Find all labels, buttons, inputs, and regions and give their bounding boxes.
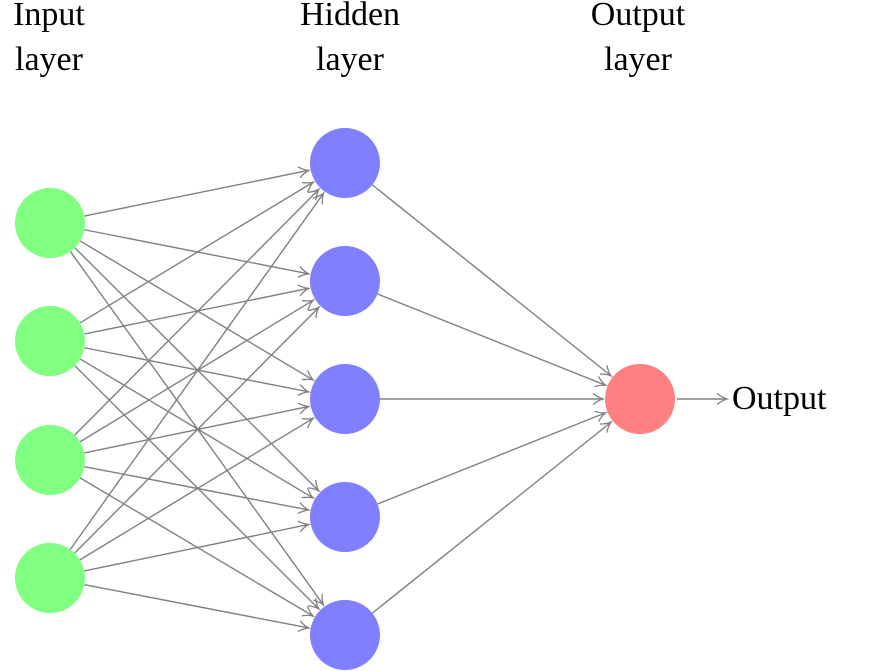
output-layer-title: Output layer [591, 0, 685, 82]
hidden-layer-title-line1: Hidden [299, 0, 401, 33]
input-layer-title-line2: layer [15, 41, 83, 78]
edge-input-4-hidden-4 [84, 520, 312, 572]
hidden-node-4 [310, 482, 380, 552]
edge-input-2-hidden-4 [79, 358, 316, 500]
edge-input-2-hidden-2 [84, 284, 312, 335]
output-layer-title-line2: layer [604, 41, 672, 78]
hidden-node-5 [310, 600, 380, 670]
input-layer-title-line1: Input [13, 0, 85, 33]
input-node-2 [15, 306, 85, 376]
edge-hidden-4-output-1 [377, 410, 608, 505]
input-node-3 [15, 425, 85, 495]
hidden-layer-title-line2: layer [316, 41, 384, 78]
edge-input-1-hidden-1 [84, 166, 312, 217]
edge-input-3-hidden-1 [74, 187, 321, 436]
output-node-1 [605, 364, 675, 434]
hidden-node-3 [310, 364, 380, 434]
edge-input-2-hidden-5 [74, 365, 321, 611]
edge-input-4-hidden-2 [74, 305, 321, 554]
input-node-4 [15, 543, 85, 613]
input-node-1 [15, 188, 85, 258]
input-layer-title: Input layer [13, 0, 85, 82]
edge-hidden-5-output-1 [371, 420, 614, 614]
output-label: Output [732, 380, 827, 417]
output-layer-title-line1: Output [590, 0, 686, 33]
edge-input-4-hidden-5 [84, 583, 312, 632]
edge-input-4-hidden-1 [69, 191, 325, 550]
hidden-node-2 [310, 246, 380, 316]
edge-hidden-2-output-1 [377, 293, 608, 388]
hidden-node-1 [310, 128, 380, 198]
hidden-layer-title: Hidden layer [300, 0, 400, 82]
edge-hidden-1-output-1 [371, 184, 614, 378]
edge-input-4-hidden-3 [79, 416, 316, 561]
edge-input-2-hidden-3 [84, 347, 312, 396]
edge-input-2-hidden-1 [79, 180, 316, 324]
